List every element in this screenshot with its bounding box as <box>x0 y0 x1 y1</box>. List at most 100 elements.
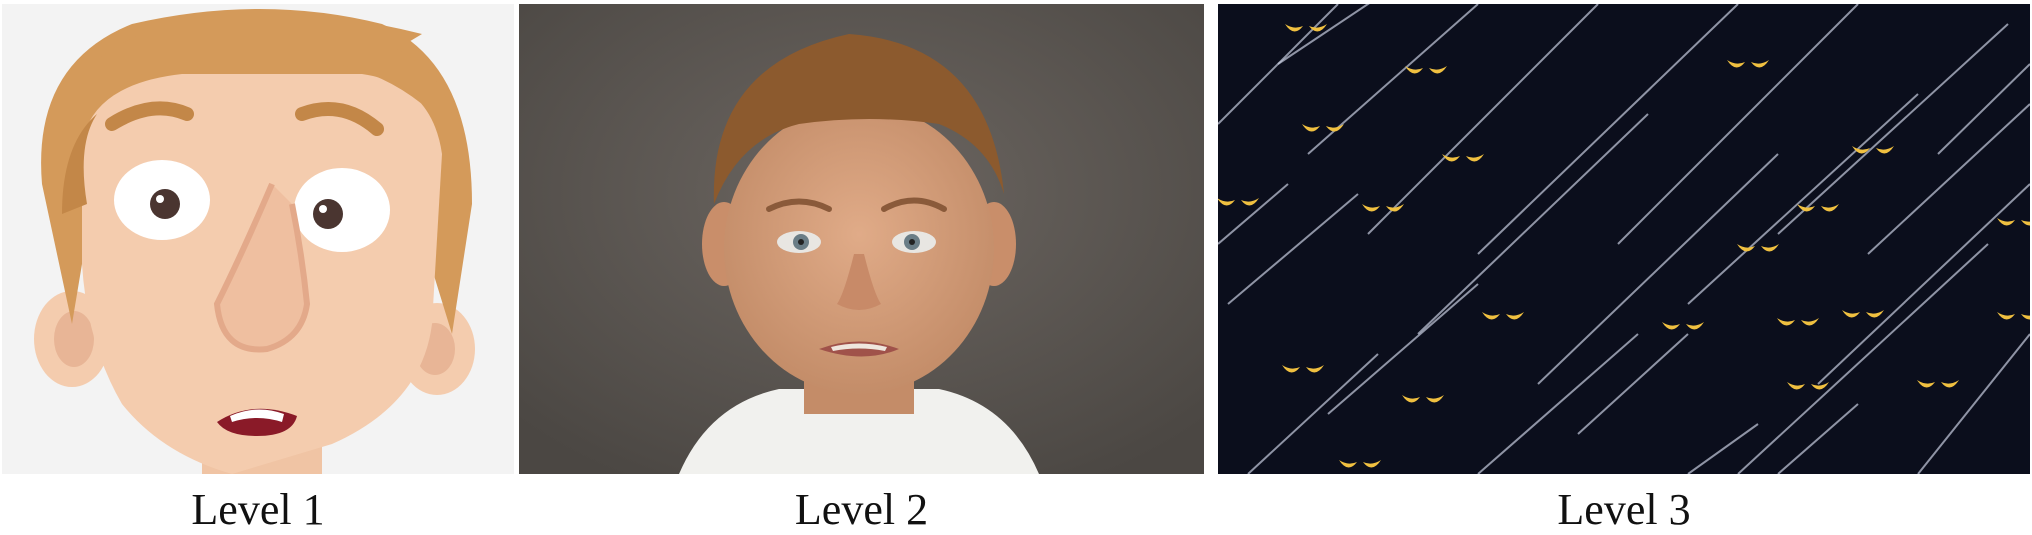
eye-glow <box>1306 365 1324 373</box>
level-3-image <box>1218 4 2030 474</box>
rain-streak <box>1477 333 1639 474</box>
eye-glow <box>1309 24 1327 32</box>
boy-photo <box>519 4 1204 474</box>
cartoon-left-eyebrow <box>105 101 194 131</box>
eye-glow <box>1429 66 1447 74</box>
level-1-image <box>2 4 514 474</box>
eye-glow <box>1787 382 1805 390</box>
rain-streak <box>1777 23 2009 235</box>
white-collar-shirt <box>679 389 1039 474</box>
boy-hair <box>713 34 1004 204</box>
rain-streak <box>1477 4 1739 255</box>
glowing-eyes <box>1339 460 1381 468</box>
boy-nose <box>837 254 881 310</box>
eye-glow <box>1761 244 1779 252</box>
eye-glow <box>1506 312 1524 320</box>
rain-streak <box>1937 63 2030 155</box>
eye-glow <box>1426 395 1444 403</box>
eye-glow <box>1482 312 1500 320</box>
glowing-eyes <box>1797 204 1839 212</box>
boy-mouth <box>819 341 899 357</box>
level-2-caption: Level 2 <box>794 485 929 534</box>
cartoon-face-illustration <box>2 4 514 474</box>
glowing-eyes <box>1362 204 1404 212</box>
eye-glow <box>1997 218 2015 226</box>
glowing-eyes <box>1285 24 1327 32</box>
boy-face <box>724 104 994 394</box>
rain-streak <box>1687 93 1919 305</box>
eye-glow <box>1302 124 1320 132</box>
glowing-eyes <box>1997 312 2030 320</box>
eye-glow <box>1811 382 1829 390</box>
cartoon-right-eyebrow <box>295 102 384 136</box>
rain-streak <box>1917 333 2030 474</box>
glowing-eyes <box>1787 382 1829 390</box>
glowing-eyes <box>1482 312 1524 320</box>
glowing-eyes <box>1777 318 1819 326</box>
level-2-image <box>519 4 1204 474</box>
eye-glow <box>1285 24 1303 32</box>
eye-glow <box>1852 146 1870 154</box>
cartoon-nose <box>213 182 311 353</box>
eye-glow <box>1442 154 1460 162</box>
eye-glow <box>1797 204 1815 212</box>
rain-streak <box>1687 423 1759 474</box>
glowing-eyes <box>1737 244 1779 252</box>
eye-glow <box>1282 365 1300 373</box>
glowing-eyes <box>1852 146 1894 154</box>
eye-glow <box>1751 60 1769 68</box>
glowing-eyes <box>1662 322 1704 330</box>
glowing-eyes-group <box>1218 24 2030 468</box>
eye-glow <box>2021 314 2030 320</box>
rain-streak <box>1777 403 1859 474</box>
eye-glow <box>1876 146 1894 154</box>
rain-streak <box>1617 4 1859 245</box>
glowing-eyes <box>1727 60 1769 68</box>
eye-glow <box>1727 60 1745 68</box>
rain-streak <box>1577 333 1689 435</box>
rain-streak <box>1218 183 1289 245</box>
rain-streak <box>1867 103 2030 255</box>
eye-glow <box>2021 220 2030 226</box>
rain-streaks <box>1218 4 2030 474</box>
eye-glow <box>1686 322 1704 330</box>
eye-glow <box>1466 154 1484 162</box>
rain-streak <box>1367 4 1599 235</box>
eye-glow <box>1241 198 1259 206</box>
glowing-eyes <box>1997 218 2030 226</box>
eye-glow <box>1362 204 1380 212</box>
eye-glow <box>1363 460 1381 468</box>
rain-streak <box>1277 4 1370 65</box>
rain-streak <box>1227 193 1359 305</box>
eye-glow <box>1326 124 1344 132</box>
rain-streak <box>1737 243 1989 474</box>
glowing-eyes <box>1302 124 1344 132</box>
eye-glow <box>1941 380 1959 388</box>
rain-streak <box>1247 353 1379 474</box>
glowing-eyes <box>1218 198 1259 206</box>
eye-glow <box>1218 198 1235 206</box>
glowing-eyes <box>1842 310 1884 318</box>
glowing-eyes <box>1405 66 1447 74</box>
glowing-eyes <box>1917 380 1959 388</box>
eye-glow <box>1801 318 1819 326</box>
eye-glow <box>1662 322 1680 330</box>
eye-glow <box>1997 312 2015 320</box>
rain-streak <box>1537 153 1779 385</box>
eye-glow <box>1402 395 1420 403</box>
glowing-eyes <box>1402 395 1444 403</box>
eye-glow <box>1737 244 1755 252</box>
rain-streak <box>1327 283 1479 415</box>
night-rain-eyes-scene <box>1218 4 2030 474</box>
eye-glow <box>1842 310 1860 318</box>
level-1-caption: Level 1 <box>191 485 325 534</box>
eye-glow <box>1821 204 1839 212</box>
eye-glow <box>1917 380 1935 388</box>
level-3-caption: Level 3 <box>1557 485 1691 534</box>
eye-glow <box>1405 66 1423 74</box>
glowing-eyes <box>1442 154 1484 162</box>
rain-streak <box>1817 183 2030 385</box>
eye-glow <box>1777 318 1795 326</box>
eye-glow <box>1866 310 1884 318</box>
glowing-eyes <box>1282 365 1324 373</box>
